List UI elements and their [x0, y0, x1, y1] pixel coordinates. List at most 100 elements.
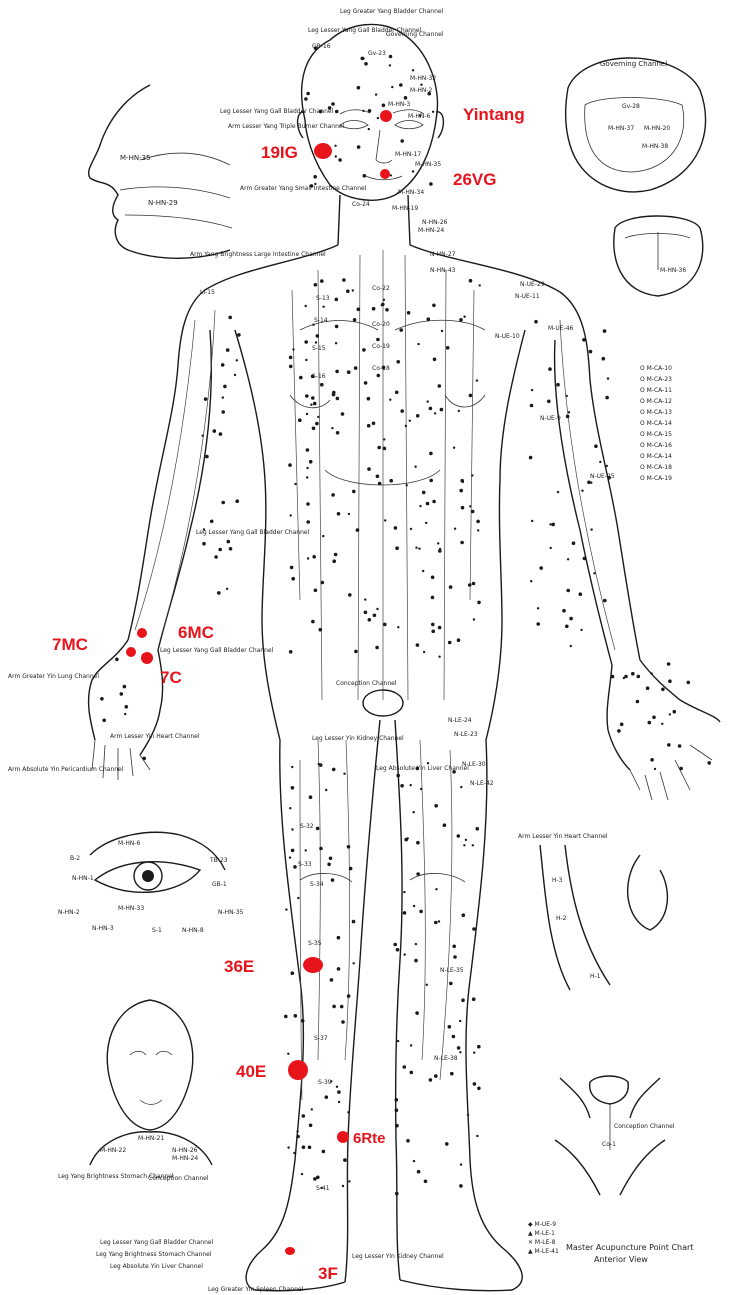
- acupoint-dot: [335, 110, 339, 114]
- acupoint-dot: [405, 425, 407, 427]
- side-code-item: O M-CA-16: [640, 442, 672, 449]
- acupoint-dot: [213, 429, 217, 433]
- acupoint-dot: [556, 383, 560, 387]
- acupoint-dot: [289, 807, 291, 809]
- acupoint-dot: [583, 557, 587, 561]
- acupoint-dot: [407, 837, 409, 839]
- acupoint-dot: [364, 598, 366, 600]
- acupoint-dot: [322, 306, 324, 308]
- acupoint-dot: [226, 588, 228, 590]
- acupoint-dot: [412, 170, 414, 172]
- acupoint-dot: [343, 773, 345, 775]
- acupoint-dot: [296, 1130, 298, 1132]
- legend-item-3: ✕ M-LE-8: [528, 1239, 556, 1246]
- acupoint-dot: [353, 962, 355, 964]
- marker-3f[interactable]: [285, 1247, 295, 1255]
- acupoint-dot: [477, 1087, 481, 1091]
- acupoint-dot: [477, 529, 479, 531]
- inset-neck: Conception Channel Co-1: [555, 1076, 675, 1195]
- acupoint-dot: [476, 379, 478, 381]
- mouth-label: Governing Channel: [600, 60, 667, 68]
- eye-code-11: N-HN-8: [182, 927, 204, 934]
- acupoint-dot: [341, 1020, 345, 1024]
- acupoint-dot: [332, 768, 336, 772]
- acupoint-dot: [305, 849, 307, 851]
- acupoint-dot: [472, 582, 476, 586]
- acupoint-dot: [631, 672, 635, 676]
- acupoint-dot: [316, 1176, 320, 1180]
- acupoint-dot: [395, 391, 399, 395]
- highlight-label-19ig: 19IG: [261, 143, 298, 162]
- side-code-item: O M-CA-13: [640, 409, 672, 416]
- code-nle35: N-LE-35: [440, 967, 464, 974]
- acupoint-dot: [472, 844, 474, 846]
- acupoint-dot: [123, 685, 127, 689]
- acupoint-dot: [429, 479, 433, 483]
- acupoint-dot: [234, 374, 236, 376]
- acupoint-dot: [348, 593, 352, 597]
- marker-19ig[interactable]: [314, 143, 332, 159]
- acupoint-dot: [425, 522, 427, 524]
- acupoint-dot: [403, 1065, 407, 1069]
- acupoint-dot: [420, 788, 422, 790]
- acupoint-dot: [329, 857, 333, 861]
- legend-item-4: ▲ M-LE-41: [528, 1248, 559, 1255]
- acupoint-dot: [356, 528, 360, 532]
- acupoint-dot: [378, 482, 382, 486]
- acupoint-dot: [605, 396, 609, 400]
- acupoint-dot: [363, 174, 367, 178]
- acupoint-dot: [347, 994, 351, 998]
- acupoint-dot: [202, 435, 204, 437]
- acupoint-dot: [322, 535, 324, 537]
- acupoint-dot: [459, 489, 463, 493]
- acupoint-dot: [417, 343, 419, 345]
- marker-7mc[interactable]: [126, 647, 136, 657]
- acupoint-dot: [450, 1072, 454, 1076]
- marker-6rte[interactable]: [337, 1131, 349, 1143]
- acupoint-dot: [462, 913, 466, 917]
- acupoint-dot: [368, 109, 372, 113]
- marker-6mc[interactable]: [137, 628, 147, 638]
- acupoint-dot: [570, 645, 572, 647]
- code-s13: S-13: [316, 295, 330, 302]
- acupoint-dot: [414, 959, 418, 963]
- acupoint-dot: [438, 384, 442, 388]
- label-kidney: Leg Lesser Yin Kidney Channel: [312, 735, 404, 742]
- eye-code-9: N-HN-3: [92, 925, 114, 932]
- acupoint-dot: [362, 348, 366, 352]
- marker-7c[interactable]: [141, 652, 153, 664]
- acupoint-dot: [654, 768, 656, 770]
- acupoint-dot: [406, 484, 408, 486]
- acupoint-dot: [406, 1139, 410, 1143]
- acupoint-dot: [469, 505, 471, 507]
- acupoint-dot: [316, 827, 320, 831]
- code-s37: S-37: [314, 1035, 328, 1042]
- acupoint-dot: [465, 839, 467, 841]
- marker-36e[interactable]: [303, 957, 323, 973]
- child-code-4: M-HN-24: [172, 1155, 198, 1162]
- acupoint-dot: [377, 117, 379, 119]
- acupoint-dot: [459, 1020, 461, 1022]
- marker-yintang[interactable]: [380, 110, 392, 122]
- acupoint-dot: [437, 542, 439, 544]
- acupoint-dot: [582, 338, 586, 342]
- marker-26vg[interactable]: [380, 169, 390, 179]
- acupoint-dot: [335, 155, 337, 157]
- acupoint-dot: [422, 570, 424, 572]
- acupoint-dot: [293, 865, 297, 869]
- acupoint-dot: [317, 416, 319, 418]
- acupoint-dot: [440, 408, 444, 412]
- marker-40e[interactable]: [288, 1060, 308, 1080]
- acupoint-dot: [364, 611, 368, 615]
- acupoint-dot: [414, 466, 416, 468]
- eye-code-2: B-2: [70, 855, 80, 862]
- acupoint-dot: [314, 589, 318, 593]
- acupoint-dot: [352, 920, 356, 924]
- acupoint-dot: [667, 743, 671, 747]
- acupoint-dot: [412, 69, 414, 71]
- acupoint-dot: [415, 547, 417, 549]
- acupoint-dot: [319, 628, 323, 632]
- acupoint-dot: [309, 1124, 313, 1128]
- acupoint-dot: [460, 541, 464, 545]
- child-code-1: M-HN-21: [138, 1135, 164, 1142]
